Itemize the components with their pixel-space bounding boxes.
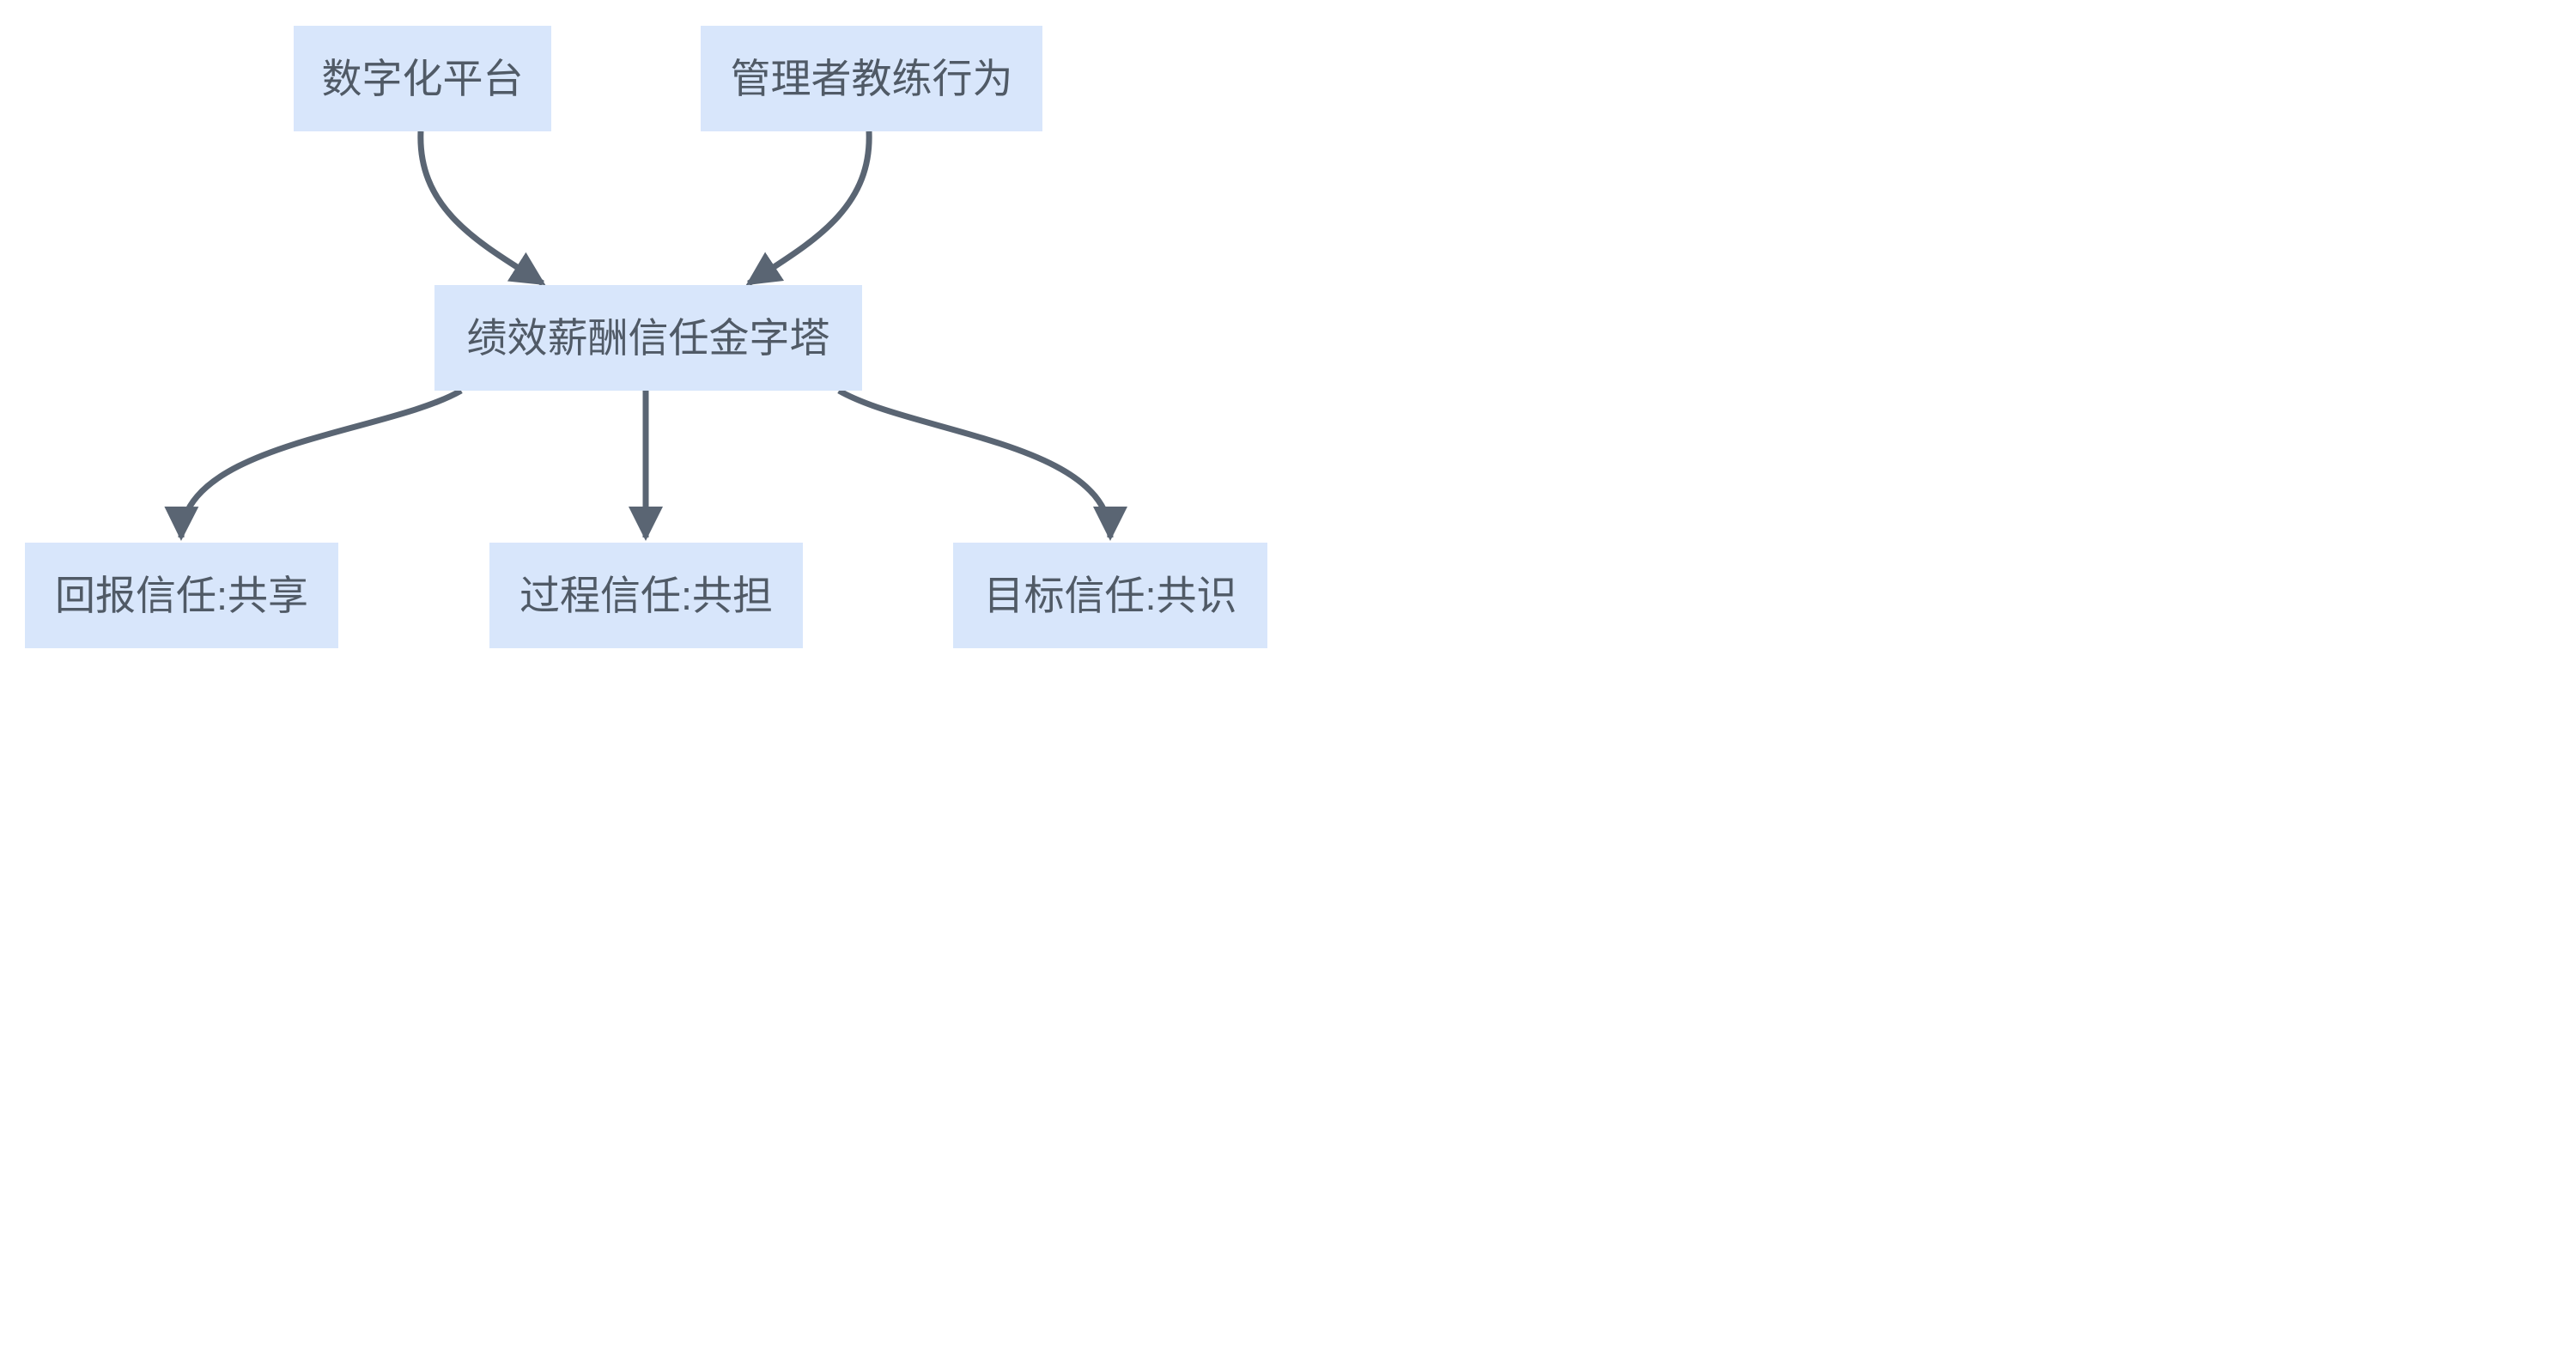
node-process-trust-label: 过程信任:共担	[519, 573, 774, 618]
flowchart-canvas: 数字化平台 管理者教练行为 绩效薪酬信任金字塔 回报信任:共享 过程信任:共担 …	[0, 0, 1288, 674]
edge-digital-platform-to-trust-pyramid	[417, 131, 546, 286]
node-digital-platform: 数字化平台	[294, 26, 551, 131]
node-goal-trust: 目标信任:共识	[953, 543, 1267, 648]
node-process-trust: 过程信任:共担	[489, 543, 803, 648]
edge-manager-coaching-to-trust-pyramid	[745, 131, 872, 286]
edges-layer	[164, 131, 1127, 541]
node-trust-pyramid: 绩效薪酬信任金字塔	[434, 285, 862, 391]
edge-trust-pyramid-to-reward-trust	[164, 387, 463, 541]
node-reward-trust: 回报信任:共享	[25, 543, 338, 648]
node-digital-platform-label: 数字化平台	[321, 56, 524, 101]
node-goal-trust-label: 目标信任:共识	[983, 573, 1237, 618]
node-reward-trust-label: 回报信任:共享	[54, 573, 309, 618]
node-manager-coaching-label: 管理者教练行为	[730, 56, 1013, 101]
node-manager-coaching: 管理者教练行为	[701, 26, 1042, 131]
edge-trust-pyramid-to-goal-trust	[837, 387, 1127, 541]
node-trust-pyramid-label: 绩效薪酬信任金字塔	[466, 315, 830, 361]
